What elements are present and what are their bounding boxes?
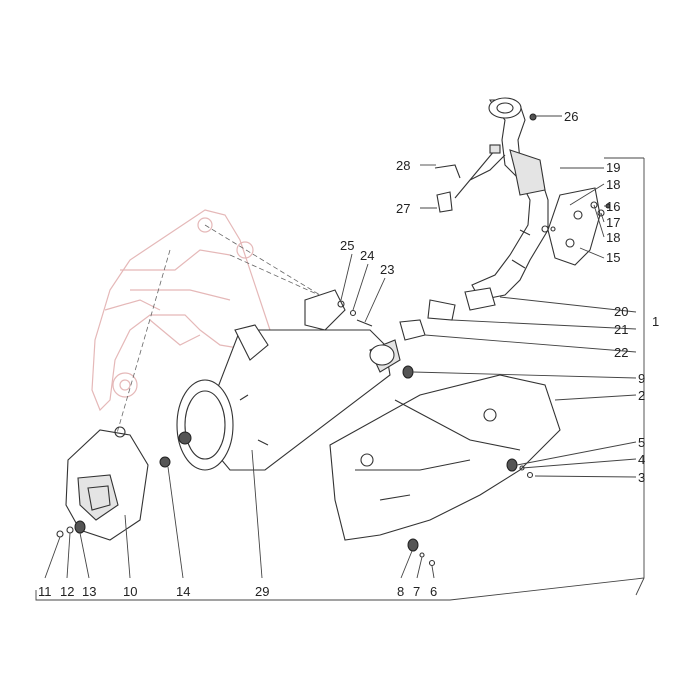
exhaust-manifold-pipe [464,97,549,311]
oxygen-sensor [434,144,506,213]
callout-4: 4 [638,452,645,467]
callout-1: 1 [652,314,659,329]
callout-5: 5 [638,435,645,450]
callout-13: 13 [82,584,96,599]
callout-6: 6 [430,584,437,599]
callout-12: 12 [60,584,74,599]
callout-18: 18 [606,177,620,192]
callout-8: 8 [397,584,404,599]
callout-27: 27 [396,201,410,216]
callout-2: 2 [638,388,645,403]
callout-3: 3 [638,470,645,485]
callout-17: 17 [606,215,620,230]
callout-23: 23 [380,262,394,277]
callout-15: 15 [606,250,620,265]
heat-shield [329,374,561,541]
callout-labels: 1 2 3 4 5 6 7 8 9 10 11 12 13 14 15 16 1… [38,109,659,599]
hardware [56,113,611,567]
small-heat-shield [547,187,601,266]
end-cap [65,429,149,541]
callout-29: 29 [255,584,269,599]
callout-11: 11 [38,584,52,599]
callout-7: 7 [413,584,420,599]
callout-25: 25 [340,238,354,253]
callout-9: 9 [638,371,645,386]
callout-22: 22 [614,345,628,360]
muffler-body [176,289,401,471]
callout-16: 16 [606,199,620,214]
callout-10: 10 [123,584,137,599]
callout-20: 20 [614,304,628,319]
callout-24: 24 [360,248,374,263]
callout-18-lower: 18 [606,230,620,245]
callout-14: 14 [176,584,190,599]
callout-21: 21 [614,322,628,337]
callout-26: 26 [564,109,578,124]
callout-19: 19 [606,160,620,175]
callout-28: 28 [396,158,410,173]
assembly-lines [114,224,331,441]
leader-lines [35,115,645,601]
